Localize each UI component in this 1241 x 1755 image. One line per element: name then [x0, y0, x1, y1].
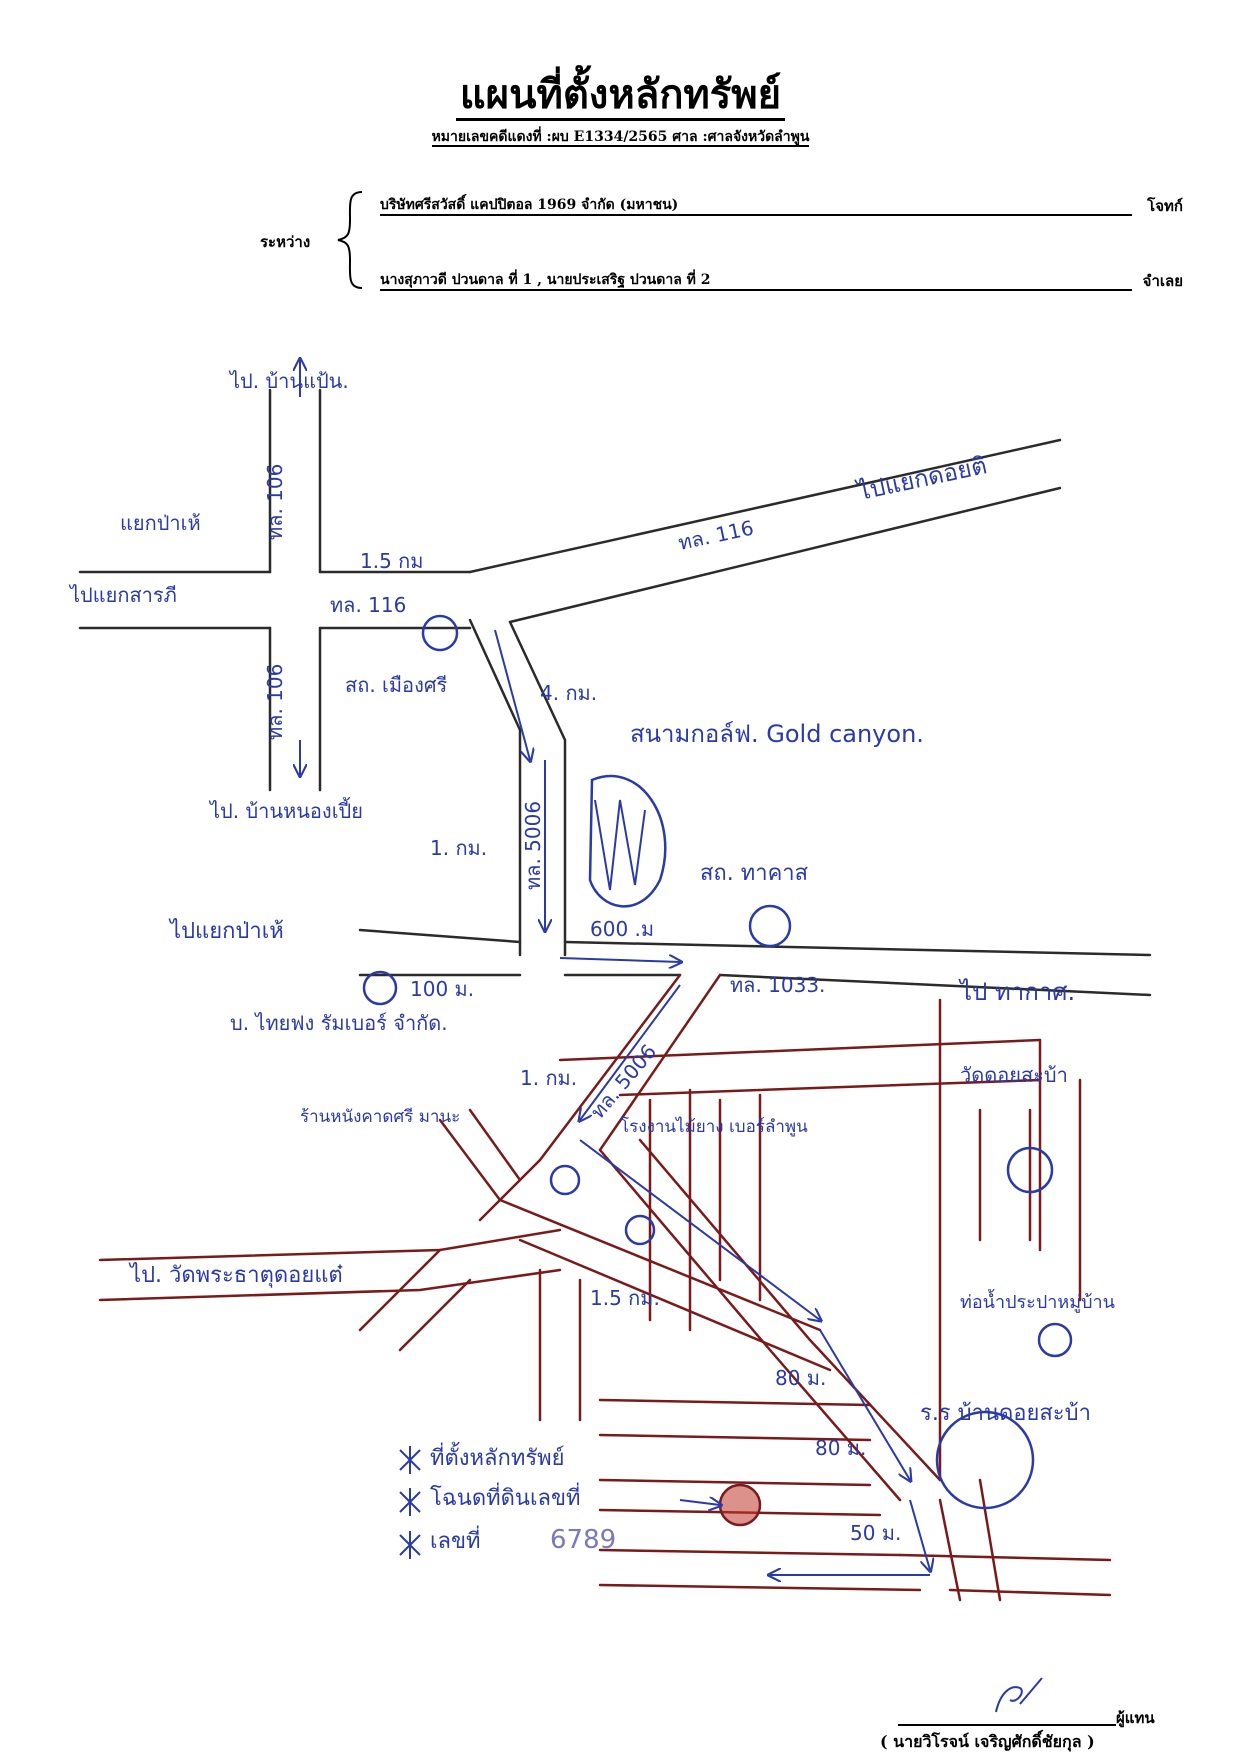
plaintiff-role: โจทก์ [1147, 197, 1183, 215]
label-to-wat-phra: ไป. วัดพระธาตุดอยแต๋ [128, 1262, 343, 1288]
label-to-ta-kat: ไป ทากาศ. [958, 978, 1075, 1006]
landmarks [362, 614, 1073, 1527]
station-1-marker [421, 614, 459, 652]
note-title-deed: โฉนดที่ดินเลขที่ [430, 1482, 581, 1511]
temple-marker [1006, 1146, 1054, 1194]
label-station-2: สถ. ทาคาส [700, 861, 809, 886]
label-dist-4km: 4. กม. [540, 681, 597, 705]
label-dist-600: 600 .ม [590, 917, 654, 941]
plaintiff-name: บริษัทศรีสวัสดิ์ แคปปิตอล 1969 จำกัด (มห… [380, 197, 679, 213]
label-dist-80-1: 80 ม. [775, 1366, 826, 1390]
label-to-doi-ti: ไปแยกดอยติ [853, 451, 989, 506]
label-to-ban-maen: ไป. บ้านแป้น. [228, 369, 349, 393]
label-school: ร.ร บ้านดอยสะบ้า [920, 1401, 1091, 1426]
label-junction-pa-hew: แยกป่าเห้ [120, 511, 201, 535]
station-2-marker [748, 904, 792, 948]
note-number-label: เลขที่ [430, 1525, 481, 1554]
label-hwy106-north: ทล. 106 [263, 464, 287, 540]
signature-line [898, 1724, 1116, 1726]
label-hwy116-east: ทล. 116 [676, 516, 756, 555]
property-location-marker [718, 1483, 762, 1527]
between-label: ระหว่าง [260, 233, 311, 251]
shop-marker [549, 1164, 581, 1196]
case-number-line: หมายเลขคดีแดงที่ :ผบ E1334/2565 ศาล :ศาล… [431, 129, 810, 147]
deed-number: 6789 [550, 1525, 616, 1555]
golf-course-marker [588, 774, 667, 908]
label-hwy116-west: ทล. 116 [330, 593, 406, 617]
label-hwy1033: ทล. 1033. [730, 973, 825, 997]
signature-mark [995, 1677, 1043, 1713]
label-temple: วัดดอยสะบ้า [960, 1063, 1068, 1087]
hand-drawn-map: ไป. บ้านแป้น. ทล. 106 แยกป่าเห้ ไปแยกสาร… [68, 320, 1152, 1602]
label-to-ban-nong: ไป. บ้านหนองเปี้ย [208, 797, 363, 823]
label-to-sarapee: ไปแยกสารภี [68, 583, 177, 607]
signature-role: ผู้แทน [1116, 1709, 1155, 1727]
note-property-location: ที่ตั้งหลักทรัพย์ [430, 1442, 565, 1471]
label-dist-1km-a: 1. กม. [430, 836, 487, 860]
label-road-rural: ทล. 5006 [521, 801, 545, 890]
water-marker [1037, 1322, 1073, 1358]
label-dist-50: 50 ม. [850, 1521, 901, 1545]
town-roads [98, 973, 1112, 1602]
label-dist-1-5b: 1.5 กม. [590, 1286, 660, 1310]
label-dist-1-5: 1.5 กม [360, 549, 423, 573]
label-golf: สนามกอล์ฟ. Gold canyon. [630, 720, 924, 748]
label-water-pipe: ท่อน้ำประปาหมู่บ้าน [960, 1289, 1115, 1313]
label-shop: ร้านหนังคาดศรี มานะ [300, 1107, 460, 1127]
signatory-name: ( นายวิโรจน์ เจริญศักดิ์ชัยกุล ) [880, 1732, 1095, 1751]
route-arrows [300, 360, 930, 1575]
label-hwy106-south: ทล. 106 [263, 664, 287, 740]
defendant-name: นางสุภาวดี ปวนดาล ที่ 1 , นายประเสริฐ ปว… [380, 272, 711, 288]
label-dist-80-2: 80 ม. [815, 1436, 866, 1460]
brace-symbol [337, 191, 363, 289]
label-factory: โรงงานไม้ยาง เบอร์ลำพูน [620, 1116, 808, 1137]
defendant-role: จำเลย [1142, 272, 1183, 290]
label-dist-1km-b: 1. กม. [520, 1066, 577, 1090]
school-marker [935, 1410, 1035, 1510]
road-network [78, 388, 1152, 997]
company-marker [362, 970, 398, 1006]
defendant-line [380, 265, 1132, 291]
factory-marker [624, 1214, 656, 1246]
note-asterisks [399, 1446, 720, 1559]
plaintiff-line [380, 190, 1132, 216]
label-to-pa-hew-2: ไปแยกป่าเห้ [168, 918, 284, 944]
document-title: แผนที่ตั้งหลักทรัพย์ [0, 62, 1241, 126]
label-dist-100: 100 ม. [410, 977, 474, 1001]
label-station-1: สถ. เมืองศรี [345, 673, 448, 697]
label-company: บ. ไทยฟง รัมเบอร์ จำกัด. [230, 1011, 448, 1035]
